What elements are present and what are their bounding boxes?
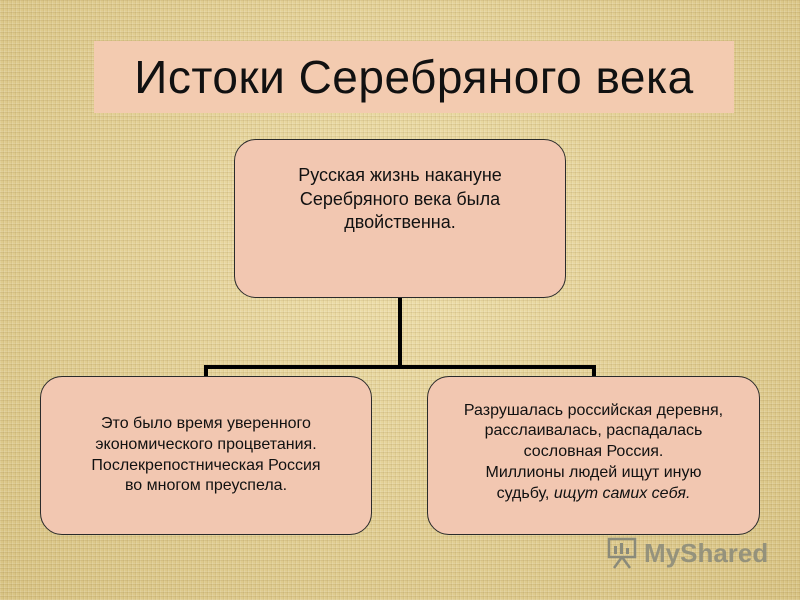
right-line-5-prefix: судьбу, xyxy=(496,484,554,502)
right-line-5-italic: ищут самих себя. xyxy=(553,484,691,502)
watermark-text: MyShared xyxy=(644,537,769,568)
left-line-1: Это было время уверенного xyxy=(101,414,311,432)
left-line-3: Послекрепостническая Россия xyxy=(91,456,321,474)
right-line-2: расслаивалась, распадалась xyxy=(484,422,703,440)
right-line-3: сословная Россия. xyxy=(523,443,664,461)
right-line-4: Миллионы людей ищут иную xyxy=(485,463,702,481)
right-child-node: Разрушалась российская деревня, расслаив… xyxy=(427,376,760,535)
watermark: MyShared xyxy=(606,535,768,571)
left-line-2: экономического процветания. xyxy=(95,435,317,453)
title-band: Истоки Серебряного века xyxy=(94,41,734,113)
root-line-2: Серебряного века была xyxy=(299,188,501,209)
slide-title: Истоки Серебряного века xyxy=(134,51,694,103)
root-node: Русская жизнь накануне Серебряного века … xyxy=(234,139,566,298)
left-child-node: Это было время уверенного экономического… xyxy=(40,376,372,535)
presentation-board-icon xyxy=(606,536,638,570)
right-line-1: Разрушалась российская деревня, xyxy=(463,401,724,419)
root-line-3: двойственна. xyxy=(344,212,456,233)
root-line-1: Русская жизнь накануне xyxy=(298,165,502,186)
left-line-4: во многом преуспела. xyxy=(124,477,288,495)
